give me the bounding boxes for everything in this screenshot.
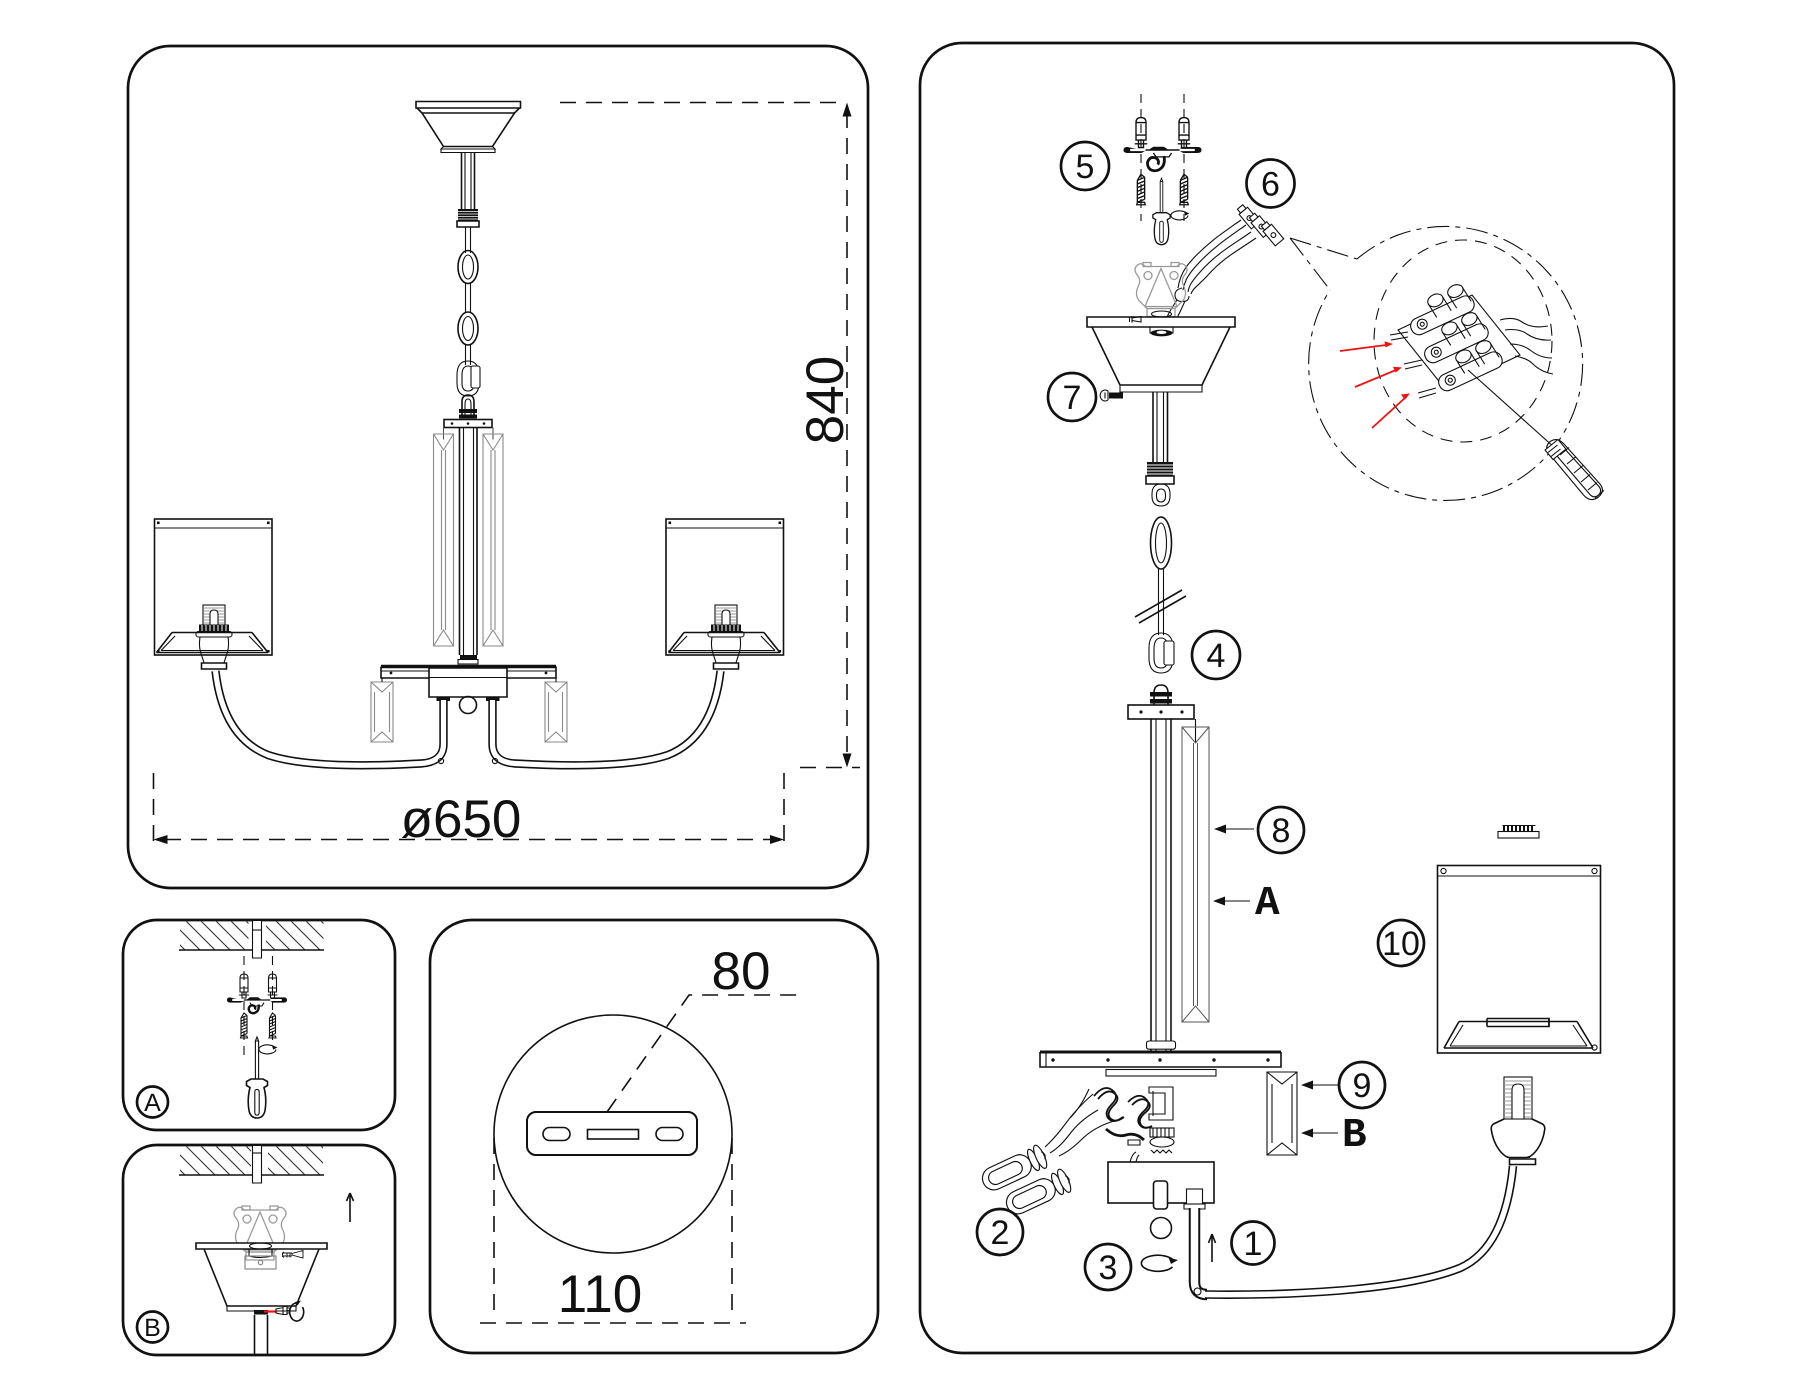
svg-text:3: 3	[1099, 1249, 1118, 1287]
svg-text:2: 2	[991, 1214, 1010, 1252]
svg-text:1: 1	[1244, 1225, 1263, 1263]
svg-text:5: 5	[1076, 148, 1095, 186]
svg-text:B: B	[1342, 1113, 1367, 1159]
svg-text:6: 6	[1261, 166, 1280, 204]
svg-text:A: A	[1255, 881, 1280, 927]
svg-text:110: 110	[558, 1265, 643, 1324]
svg-text:B: B	[144, 1314, 161, 1342]
svg-text:8: 8	[1272, 812, 1291, 850]
svg-text:80: 80	[712, 942, 771, 1001]
svg-text:4: 4	[1207, 637, 1226, 675]
svg-text:7: 7	[1063, 379, 1082, 417]
svg-text:10: 10	[1382, 925, 1420, 963]
svg-text:ø650: ø650	[401, 790, 522, 849]
svg-text:9: 9	[1353, 1067, 1372, 1105]
svg-text:A: A	[144, 1089, 161, 1117]
svg-text:840: 840	[796, 356, 855, 444]
